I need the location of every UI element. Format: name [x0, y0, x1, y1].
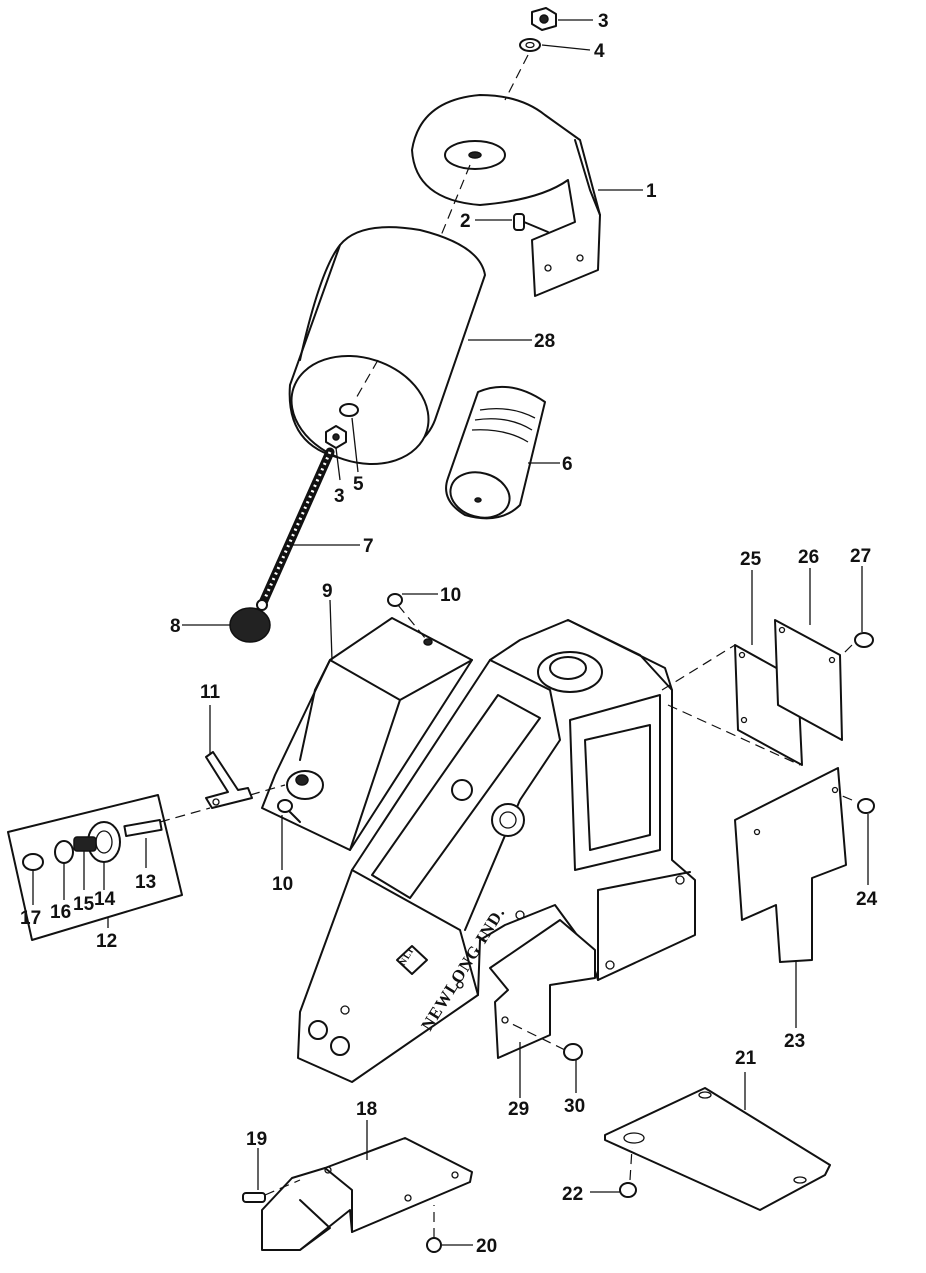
part-24-screw	[857, 798, 875, 814]
leader-lines	[32, 19, 869, 1246]
callout-9: 9	[322, 581, 333, 602]
part-18-foot-bracket	[261, 1137, 473, 1251]
part-20-screw	[426, 1237, 442, 1253]
callout-21: 21	[735, 1048, 757, 1069]
part-28-cylinder	[288, 226, 486, 465]
part-2-screw	[513, 213, 549, 233]
part-30-screw	[563, 1043, 583, 1061]
callout-13: 13	[135, 872, 156, 893]
part-8-knob	[229, 607, 271, 643]
callout-3-lower: 3	[334, 486, 345, 507]
part-15-spring	[73, 836, 97, 852]
callout-15: 15	[73, 894, 95, 915]
part-11-lever	[205, 751, 286, 809]
part-19-screw	[242, 1192, 266, 1203]
callout-18: 18	[356, 1099, 377, 1120]
callout-6: 6	[562, 454, 573, 475]
callout-24: 24	[856, 889, 878, 910]
part-13-stud	[123, 807, 211, 838]
callout-14: 14	[94, 889, 116, 910]
part-1-bracket	[411, 94, 601, 297]
part-7-threaded-rod	[257, 447, 335, 610]
callout-7: 7	[363, 536, 374, 557]
part-4-washer	[519, 38, 541, 52]
callout-10-top: 10	[440, 585, 461, 606]
callout-12: 12	[96, 931, 117, 952]
callout-4: 4	[594, 41, 605, 62]
callout-28: 28	[534, 331, 555, 352]
part-10-screw-top	[387, 593, 426, 639]
part-27-screw	[854, 632, 874, 648]
part-16-collar	[54, 840, 74, 864]
part-10-screw-bottom	[277, 799, 301, 823]
callout-8: 8	[170, 616, 181, 637]
part-9-cover	[261, 617, 473, 851]
callout-25: 25	[740, 549, 762, 570]
callout-5: 5	[353, 474, 364, 495]
part-6-capacitor	[445, 385, 546, 520]
part-21-bottom-plate	[604, 1087, 831, 1211]
callout-1: 1	[646, 181, 657, 202]
part-26-plate	[774, 619, 843, 741]
callout-19: 19	[246, 1129, 267, 1150]
callout-23: 23	[784, 1031, 805, 1052]
part-3-nut-lower	[325, 425, 347, 449]
callout-30: 30	[564, 1096, 585, 1117]
callout-20: 20	[476, 1236, 497, 1257]
callout-22: 22	[562, 1184, 583, 1205]
part-23-cover-plate	[734, 767, 847, 963]
callout-2: 2	[460, 211, 471, 232]
part-22-screw	[619, 1182, 637, 1198]
callout-16: 16	[50, 902, 71, 923]
callout-17: 17	[20, 908, 41, 929]
callout-26: 26	[798, 547, 819, 568]
callout-27: 27	[850, 546, 871, 567]
callout-3: 3	[598, 11, 609, 32]
part-17-screw	[22, 853, 44, 871]
callout-11: 11	[200, 682, 221, 703]
callout-labels: 3 4 1 2 28 6 5 3 7 8 9 10 11 10 13 14 15…	[20, 11, 878, 1257]
part-29-bracket	[456, 919, 596, 1059]
callout-10-bottom: 10	[272, 874, 293, 895]
part-5-washer	[339, 403, 359, 417]
callout-29: 29	[508, 1099, 529, 1120]
part-3-nut-top	[531, 7, 557, 31]
